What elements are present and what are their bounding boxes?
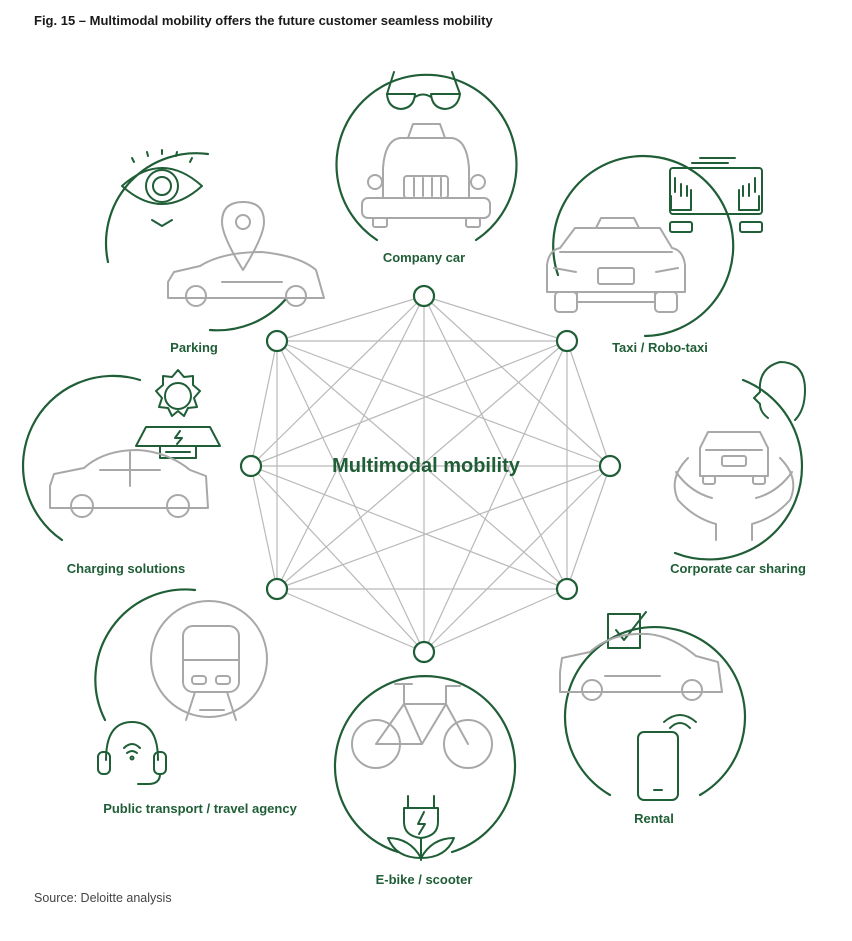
network-node — [412, 640, 436, 664]
network-link — [423, 295, 568, 590]
network-link — [250, 340, 568, 467]
network-link — [276, 340, 611, 467]
network-link — [250, 295, 425, 467]
taxi-front-icon — [546, 217, 686, 313]
sunglasses-icon — [386, 71, 461, 110]
network-link — [276, 295, 425, 590]
source-note: Source: Deloitte analysis — [34, 891, 172, 905]
smartphone-nfc-icon — [637, 714, 697, 801]
network-node — [412, 284, 436, 308]
car-side-icon — [559, 632, 723, 701]
segment-arc — [104, 152, 210, 264]
network-node — [555, 577, 579, 601]
segment-corporate-sharing: Corporate car sharing — [670, 361, 806, 576]
figure-title: Fig. 15 – Multimodal mobility offers the… — [34, 13, 493, 28]
network-graph — [239, 284, 622, 664]
bicycle-icon — [351, 683, 493, 769]
network-link — [276, 465, 611, 590]
person-head-icon — [753, 361, 806, 421]
network-link — [423, 588, 568, 653]
segment-label: E-bike / scooter — [376, 872, 473, 887]
eye-icon — [121, 149, 203, 227]
segment-taxi: Taxi / Robo-taxi — [546, 154, 763, 355]
segment-label: Company car — [383, 250, 465, 265]
touchscreen-hands-icon — [669, 157, 763, 233]
network-link — [423, 340, 568, 653]
train-icon — [182, 625, 240, 721]
segment-rental: Rental — [559, 611, 747, 826]
segment-public-transport: Public transport / travel agency — [94, 588, 298, 816]
network-link — [423, 465, 611, 653]
headset-wifi-icon — [97, 721, 167, 785]
network-link — [276, 295, 425, 342]
car-side-icon — [167, 251, 325, 307]
network-node — [239, 454, 263, 478]
segment-label: Rental — [634, 811, 674, 826]
segment-ebike: E-bike / scooter — [333, 675, 517, 887]
network-link — [250, 465, 278, 590]
network-link — [250, 465, 568, 590]
network-link — [423, 295, 611, 467]
car-front-icon — [361, 123, 491, 228]
segment-charging: Charging solutions — [21, 369, 221, 576]
network-node — [265, 577, 289, 601]
segment-label: Charging solutions — [67, 561, 185, 576]
segment-arc — [673, 378, 804, 561]
train-backdrop-circle — [150, 600, 268, 718]
network-link — [276, 340, 425, 653]
checklist-icon — [607, 611, 647, 649]
segment-parking: Parking — [104, 149, 325, 355]
segment-label: Parking — [170, 340, 218, 355]
segment-arc — [333, 675, 517, 854]
center-label: Multimodal mobility — [332, 455, 521, 477]
car-side-icon — [49, 449, 209, 518]
network-link — [250, 465, 425, 653]
network-link — [276, 588, 425, 653]
segment-arc-lower — [208, 298, 287, 332]
network-link — [566, 465, 611, 590]
network-link — [566, 340, 611, 467]
segment-company-car: Company car — [335, 71, 518, 265]
segment-arc — [563, 625, 747, 797]
segment-arc — [94, 588, 197, 722]
network-node — [265, 329, 289, 353]
network-link — [276, 340, 568, 590]
network-link — [423, 295, 568, 342]
network-node — [555, 329, 579, 353]
segment-arc — [21, 374, 142, 542]
segment-label: Corporate car sharing — [670, 561, 806, 576]
network-link — [250, 340, 278, 467]
solar-panel-icon — [135, 426, 221, 459]
location-pin-icon — [221, 201, 265, 271]
segment-label: Public transport / travel agency — [103, 801, 297, 816]
hands-holding-car-icon — [673, 431, 795, 541]
network-node — [598, 454, 622, 478]
segment-arc — [335, 73, 518, 242]
segment-arc — [552, 154, 735, 338]
segment-label: Taxi / Robo-taxi — [612, 340, 708, 355]
sun-icon — [155, 369, 201, 417]
plug-leaf-icon — [387, 795, 455, 861]
